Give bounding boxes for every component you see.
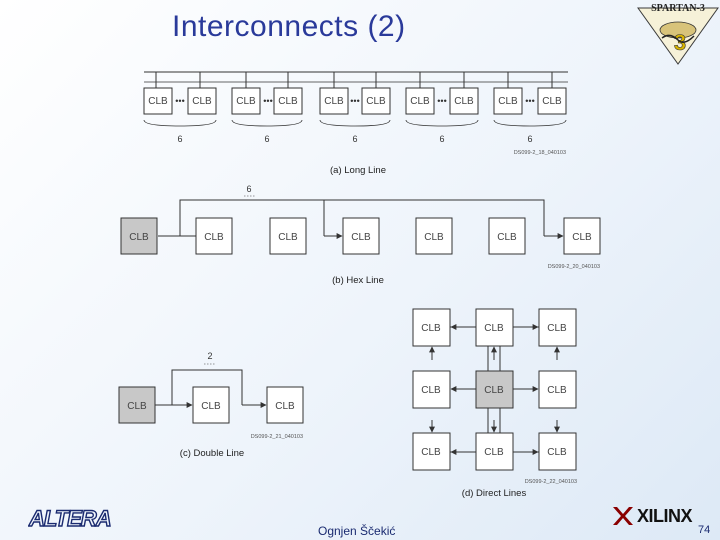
clb-block <box>231 87 261 115</box>
clb-block <box>143 87 173 115</box>
group-count-label: 6 <box>177 134 182 144</box>
direct-lines-diagram: CLB CLB CLB CLB CLB CLB CLB CLB CLB DS09… <box>412 308 577 499</box>
hex-line-caption: (b) Hex Line <box>332 275 384 286</box>
long-line-group: CLB ••• CLB 6 <box>405 72 479 144</box>
clb-block <box>361 87 391 115</box>
clb-block <box>342 217 380 255</box>
clb-label: CLB <box>201 401 221 412</box>
clb-label: CLB <box>454 96 474 107</box>
svg-text:•••: ••• <box>525 96 534 106</box>
clb-label: CLB <box>127 401 147 412</box>
group-count-label: 6 <box>527 134 532 144</box>
xilinx-logo-text: XILINX <box>637 505 693 526</box>
xilinx-logo: XILINX <box>612 505 693 527</box>
clb-block-highlighted <box>120 217 158 255</box>
spartan-logo-text: SPARTAN-3 <box>651 3 705 14</box>
footer-author: Ognjen Ščekić <box>318 524 396 538</box>
double-span-label: 2 <box>207 351 212 361</box>
clb-label: CLB <box>484 323 504 334</box>
clb-block <box>187 87 217 115</box>
long-line-group: CLB ••• CLB 6 <box>493 72 567 144</box>
clb-block <box>412 370 451 409</box>
clb-block <box>563 217 601 255</box>
clb-label: CLB <box>484 385 504 396</box>
clb-label: CLB <box>421 385 441 396</box>
clb-label: CLB <box>424 232 444 243</box>
clb-label: CLB <box>351 232 371 243</box>
clb-block <box>538 308 577 347</box>
group-count-label: 6 <box>264 134 269 144</box>
clb-block <box>475 432 514 471</box>
svg-text:•••: ••• <box>175 96 184 106</box>
clb-block <box>538 432 577 471</box>
long-line-caption: (a) Long Line <box>330 165 386 176</box>
clb-label: CLB <box>572 232 592 243</box>
svg-text:3: 3 <box>674 30 686 55</box>
clb-block <box>449 87 479 115</box>
clb-block <box>493 87 523 115</box>
direct-lines-caption: (d) Direct Lines <box>462 488 527 499</box>
long-line-group: CLB ••• CLB 6 <box>231 72 303 144</box>
svg-text:•••: ••• <box>437 96 446 106</box>
clb-label: CLB <box>547 385 567 396</box>
svg-text:•••: ••• <box>350 96 359 106</box>
clb-block <box>488 217 526 255</box>
clb-label: CLB <box>410 96 430 107</box>
altera-logo: ALTERA <box>28 506 112 530</box>
long-line-figure-id: DS099-2_18_040103 <box>514 150 566 156</box>
clb-label: CLB <box>542 96 562 107</box>
group-count-label: 6 <box>439 134 444 144</box>
hex-line-figure-id: DS099-2_20_040103 <box>548 264 600 270</box>
long-line-diagram: CLB ••• CLB 6 CLB ••• CLB 6 CLB ••• <box>143 71 568 176</box>
clb-block <box>195 217 233 255</box>
clb-block <box>319 87 349 115</box>
clb-label: CLB <box>204 232 224 243</box>
clb-label: CLB <box>547 447 567 458</box>
clb-label: CLB <box>129 232 149 243</box>
clb-label: CLB <box>148 96 168 107</box>
clb-block <box>412 432 451 471</box>
clb-label: CLB <box>324 96 344 107</box>
clb-label: CLB <box>278 96 298 107</box>
clb-block <box>266 386 304 424</box>
slide-title: Interconnects (2) <box>172 10 406 43</box>
clb-label: CLB <box>192 96 212 107</box>
double-line-caption: (c) Double Line <box>180 448 244 459</box>
clb-label: CLB <box>421 447 441 458</box>
clb-block <box>415 217 453 255</box>
group-count-label: 6 <box>352 134 357 144</box>
clb-label: CLB <box>275 401 295 412</box>
clb-label: CLB <box>484 447 504 458</box>
spartan-3-logo: SPARTAN-3 3 <box>637 3 719 65</box>
clb-block <box>192 386 230 424</box>
clb-block <box>405 87 435 115</box>
clb-label: CLB <box>497 232 517 243</box>
direct-lines-figure-id: DS099-2_22_040103 <box>525 479 577 485</box>
clb-block <box>269 217 307 255</box>
clb-block <box>475 308 514 347</box>
clb-label: CLB <box>366 96 386 107</box>
clb-label: CLB <box>547 323 567 334</box>
altera-logo-text: ALTERA <box>28 506 111 530</box>
clb-label: CLB <box>421 323 441 334</box>
clb-block <box>412 308 451 347</box>
clb-block <box>537 87 567 115</box>
page-number: 74 <box>698 524 711 536</box>
clb-block-highlighted <box>475 370 514 409</box>
svg-text:•••: ••• <box>263 96 272 106</box>
long-line-group: CLB ••• CLB 6 <box>143 72 217 144</box>
xilinx-mark-icon <box>613 507 633 525</box>
double-line-figure-id: DS099-2_21_040103 <box>251 434 303 440</box>
double-line-diagram: 2 CLB CLB CLB DS099-2_21_040103 (c) Doub… <box>118 351 304 459</box>
hex-span-label: 6 <box>246 184 251 194</box>
long-line-group: CLB ••• CLB 6 <box>319 72 391 144</box>
clb-label: CLB <box>498 96 518 107</box>
clb-block-highlighted <box>118 386 156 424</box>
hex-line-diagram: 6 CLB CLB CLB CLB CLB CLB CLB DS099-2_20… <box>120 184 601 286</box>
clb-label: CLB <box>236 96 256 107</box>
clb-block <box>538 370 577 409</box>
clb-block <box>273 87 303 115</box>
clb-label: CLB <box>278 232 298 243</box>
